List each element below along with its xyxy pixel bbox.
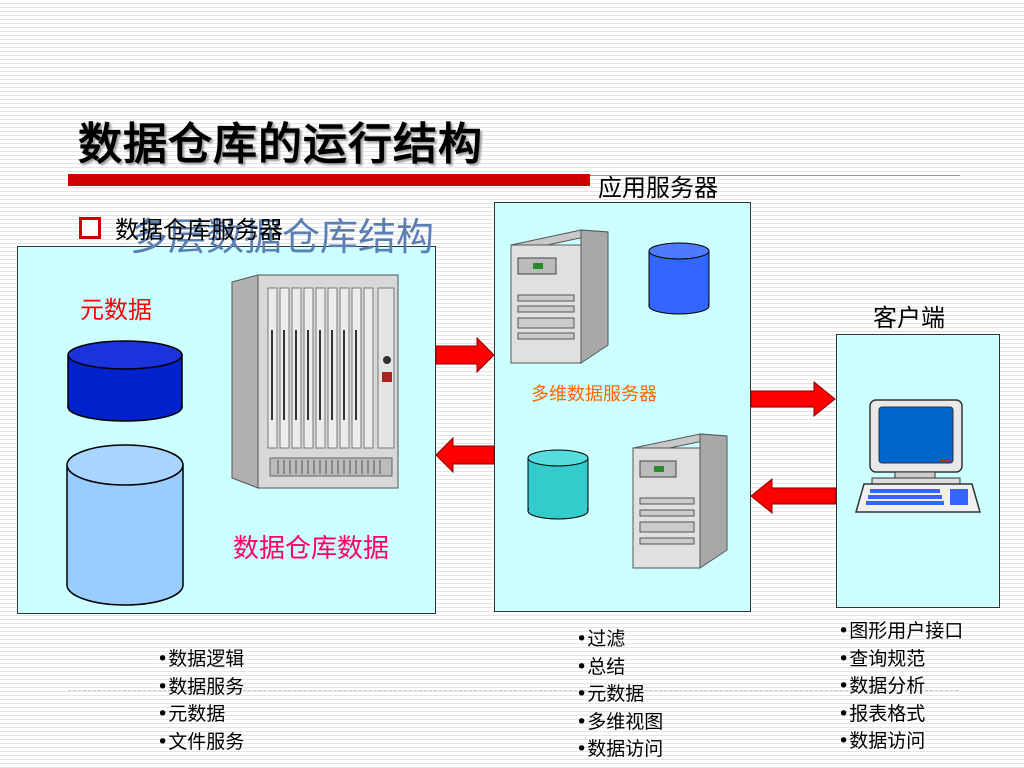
list-item: 过滤 bbox=[576, 626, 663, 654]
arrow-left-icon bbox=[435, 436, 495, 474]
arrow-right-icon bbox=[750, 380, 836, 418]
list-item: 数据逻辑 bbox=[157, 646, 244, 674]
dw-server-bullets: 数据逻辑 数据服务 元数据 文件服务 bbox=[157, 646, 244, 756]
olap-database-icon bbox=[527, 449, 589, 520]
client-label: 客户端 bbox=[873, 304, 945, 332]
app-server-label: 应用服务器 bbox=[598, 174, 718, 202]
title-rule bbox=[590, 175, 960, 176]
title-underline bbox=[68, 174, 590, 186]
list-item: 数据访问 bbox=[838, 728, 963, 756]
tower-server-icon bbox=[632, 433, 728, 569]
desktop-computer-icon bbox=[855, 399, 981, 513]
list-item: 数据服务 bbox=[157, 674, 244, 702]
app-server-bullets: 过滤 总结 元数据 多维视图 数据访问 bbox=[576, 626, 663, 764]
list-item: 多维视图 bbox=[576, 709, 663, 737]
olap-server-label: 多维数据服务器 bbox=[531, 384, 657, 405]
subtitle: 多层数据仓库结构 bbox=[130, 215, 435, 259]
rack-server-icon bbox=[231, 274, 399, 489]
list-item: 文件服务 bbox=[157, 729, 244, 757]
list-item: 总结 bbox=[576, 654, 663, 682]
dw-server-label: 数据仓库服务器 bbox=[115, 216, 283, 244]
dw-database-icon bbox=[66, 444, 184, 606]
olap-database-icon bbox=[648, 242, 710, 315]
footer-divider bbox=[68, 690, 958, 691]
list-item: 数据分析 bbox=[838, 673, 963, 701]
arrow-right-icon bbox=[435, 336, 495, 374]
list-item: 元数据 bbox=[576, 681, 663, 709]
list-item: 元数据 bbox=[157, 701, 244, 729]
list-item: 数据访问 bbox=[576, 736, 663, 764]
metadata-database-icon bbox=[67, 340, 183, 422]
page-title: 数据仓库的运行结构 bbox=[78, 119, 483, 170]
arrow-left-icon bbox=[750, 477, 837, 515]
bullet-box-icon bbox=[79, 217, 101, 239]
list-item: 报表格式 bbox=[838, 701, 963, 729]
list-item: 图形用户接口 bbox=[838, 618, 963, 646]
list-item: 查询规范 bbox=[838, 646, 963, 674]
client-bullets: 图形用户接口 查询规范 数据分析 报表格式 数据访问 bbox=[838, 618, 963, 756]
tower-server-icon bbox=[510, 229, 609, 364]
dw-data-label: 数据仓库数据 bbox=[233, 534, 390, 564]
metadata-label: 元数据 bbox=[80, 296, 152, 324]
